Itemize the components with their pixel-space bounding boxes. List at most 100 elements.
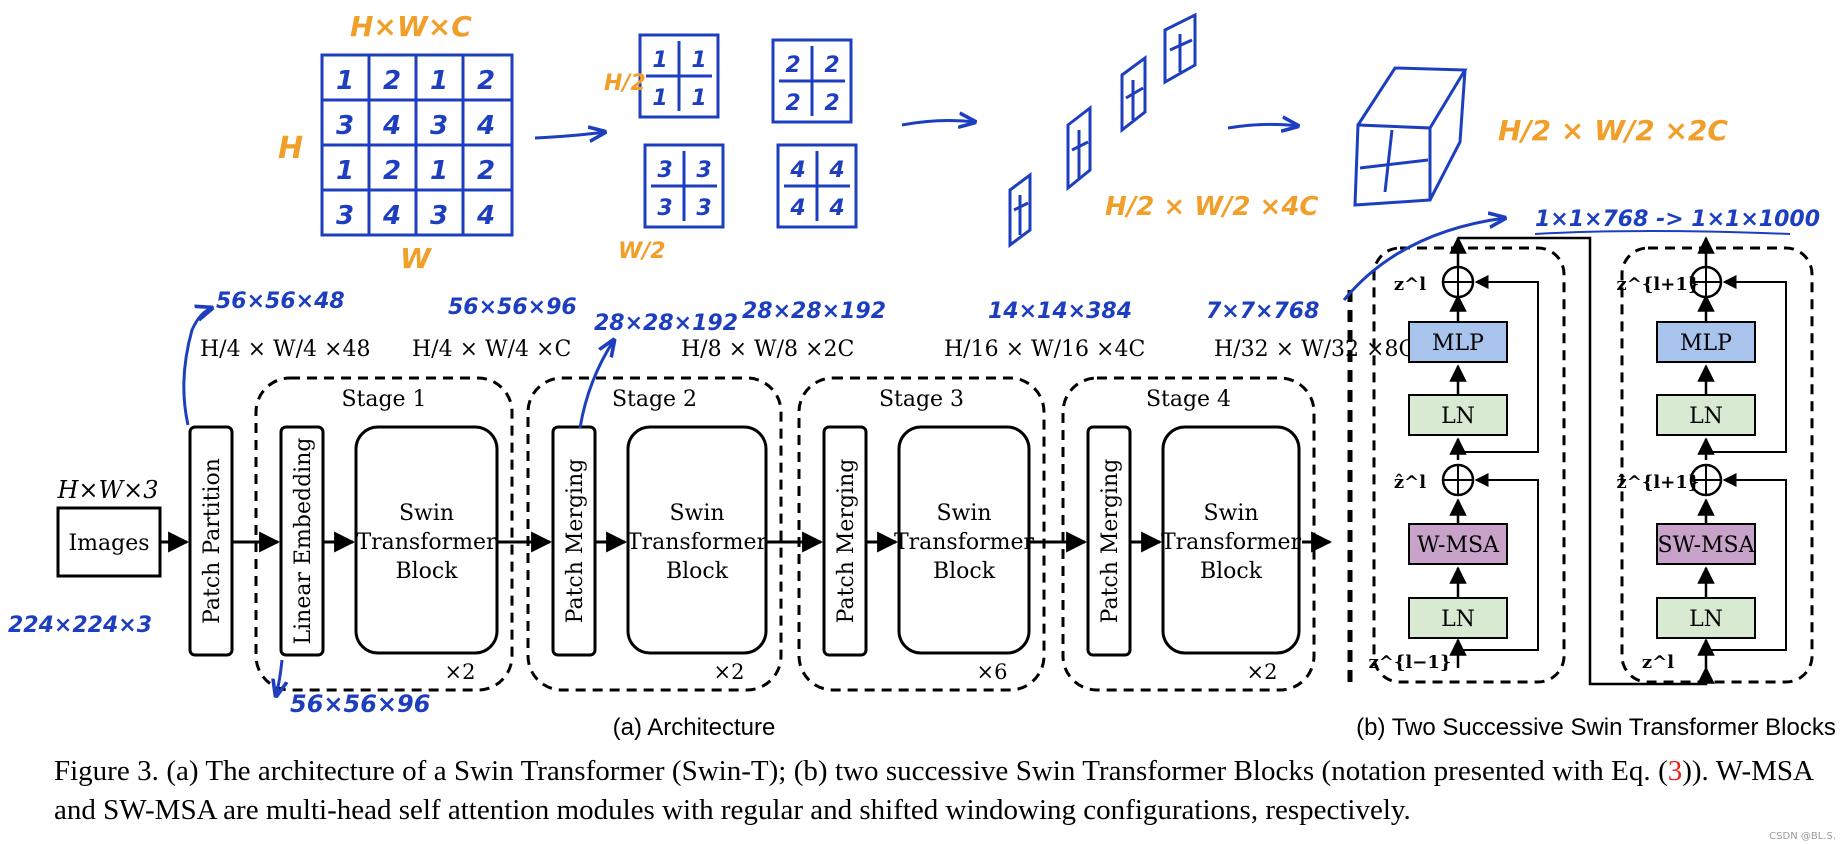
sketch-split-cell: 1 (652, 48, 667, 73)
swin-block-detail-2: LN SW-MSA LN MLP z^{l+1} ẑ^{l+1} z^l (1617, 236, 1814, 684)
stage-repeat: ×6 (977, 660, 1008, 684)
figure-caption-ref[interactable]: 3 (1667, 755, 1683, 787)
sketch-grid-cell: 2 (477, 66, 495, 96)
stage-title: Stage 3 (879, 387, 964, 412)
stage-dims: H/8 × W/8 ×2C (681, 337, 854, 362)
stage-title: Stage 2 (612, 387, 697, 412)
sketch-split-cell: 4 (789, 196, 805, 221)
mlp-box-label: MLP (1680, 331, 1732, 356)
stage-dims: H/16 × W/16 ×4C (944, 337, 1145, 362)
sketch-grid-cell: 4 (382, 111, 401, 141)
msa-box-label: W-MSA (1417, 533, 1500, 558)
annot-after-embedding: 56×56×96 (290, 690, 430, 718)
sketch-split-cell: 4 (828, 196, 844, 221)
sketch-split-cell: 4 (789, 158, 805, 183)
stage-repeat: ×2 (714, 660, 745, 684)
sketch-grid-cell: 2 (383, 66, 401, 96)
stage-1: Stage 1 Linear Embedding SwinTransformerBl… (232, 337, 571, 692)
z-label-z_mid: ẑ^l (1394, 472, 1426, 493)
ln-box-upper (1408, 394, 1508, 436)
swin-block-box (897, 425, 1031, 655)
sketch-split-cell: 1 (691, 86, 706, 111)
annot-stage2-out: 28×28×192 (742, 299, 886, 324)
sketch-grid-cell: 4 (382, 201, 401, 231)
z-label-z_out: z^{l+1} (1617, 274, 1700, 295)
swin-block-label: Transformer (1161, 530, 1302, 555)
sketch-patch-grid (320, 53, 514, 237)
swin-block-label: Transformer (894, 530, 1035, 555)
sketch-stack-dims: H/2 × W/2 ×4C (1105, 192, 1319, 222)
block-connection (1458, 236, 1715, 686)
caption-a: (a) Architecture (613, 714, 776, 741)
svg-text:H×W×C: H×W×C (350, 10, 472, 43)
blue-annotations: 56×56×48 56×56×96 28×28×192 28×28×192 14… (8, 207, 1820, 718)
sketch-grid-cell: 1 (430, 156, 448, 186)
stage-frame (797, 376, 1046, 692)
annot-after-partition: 56×56×48 (216, 289, 345, 314)
sketch-grid-cell: 3 (430, 201, 448, 231)
swin-block-label: Transformer (627, 530, 768, 555)
msa-box (1408, 523, 1508, 565)
patch-partition-dims: H/4 × W/4 ×48 (200, 337, 370, 362)
sketch-grid-cell: 2 (477, 156, 495, 186)
swin-block-label: Transformer (356, 530, 497, 555)
sketch-arrow-1 (534, 132, 605, 138)
sketch-grid-cell: 1 (336, 66, 354, 96)
z-label-z_in: z^l (1642, 652, 1674, 673)
residual-path (1706, 275, 1787, 453)
sketch-split-cell: 4 (828, 158, 844, 183)
ln-box-upper-label: LN (1689, 404, 1723, 429)
sketch-split-cell: 2 (824, 91, 839, 116)
input-dims: H×W×3 (56, 476, 158, 504)
sketch-split-cell: 3 (696, 158, 711, 183)
sketch-split-windows (638, 33, 858, 229)
sketch-grid-h: H (278, 131, 303, 166)
annot-stage1-out: 56×56×96 (448, 295, 577, 320)
residual-path (1458, 473, 1539, 651)
sketch-split-cell: 2 (785, 91, 800, 116)
stage-frame (526, 376, 783, 692)
stage-title: Stage 1 (341, 387, 426, 412)
figure-caption: Figure 3. (a) The architecture of a Swin… (54, 752, 1814, 830)
swin-block-label: Swin (399, 501, 454, 526)
annot-head: 1×1×768 -> 1×1×1000 (1535, 207, 1820, 232)
sketch-grid-cell: 1 (336, 156, 354, 186)
sketch-split-cell: 1 (652, 86, 667, 111)
watermark: CSDN @BL.S. (1769, 831, 1836, 842)
input-box (56, 506, 162, 578)
stage-title: Stage 4 (1146, 387, 1231, 412)
caption-b: (b) Two Successive Swin Transformer Bloc… (1356, 714, 1836, 741)
sketch-split-w: W/2 (618, 239, 666, 264)
sketch-split-h: H/2 (604, 71, 646, 96)
sketch-split-cell: 2 (824, 53, 839, 78)
msa-box-label: SW-MSA (1657, 533, 1755, 558)
stage-repeat: ×2 (445, 660, 476, 684)
annot-stage4-out: 7×7×768 (1206, 299, 1319, 324)
ln-box-upper (1656, 394, 1756, 436)
sketch-grid-cell: 4 (476, 201, 495, 231)
swin-block-label: Swin (1203, 501, 1258, 526)
annot-input-size: 224×224×3 (8, 613, 152, 638)
stage-repeat: ×2 (1247, 660, 1278, 684)
patch-merging-label: Patch Merging (834, 459, 859, 624)
swin-block-label: Block (666, 559, 729, 584)
swin-block-box (626, 425, 768, 655)
swin-block-label: Block (395, 559, 458, 584)
sketch-grid-title: H×W×C (350, 10, 472, 43)
sketch-stacked-windows (1008, 12, 1197, 248)
sketch-grid-cell: 3 (336, 201, 354, 231)
residual-path (1706, 473, 1787, 651)
sketch-grid-cell: 2 (383, 156, 401, 186)
linear-embedding-label: Linear Embedding (291, 438, 316, 645)
stage-dims: H/4 × W/4 ×C (412, 337, 571, 362)
figure-caption-suffix: )). W-MSA and SW-MSA are multi-head self… (54, 755, 1814, 826)
sketch-grid-cell: 3 (336, 111, 354, 141)
ln-box-lower-label: LN (1689, 607, 1723, 632)
ln-box-upper-label: LN (1441, 404, 1475, 429)
z-label-z_mid: ẑ^{l+1} (1617, 472, 1700, 493)
ln-box-lower (1408, 597, 1508, 639)
